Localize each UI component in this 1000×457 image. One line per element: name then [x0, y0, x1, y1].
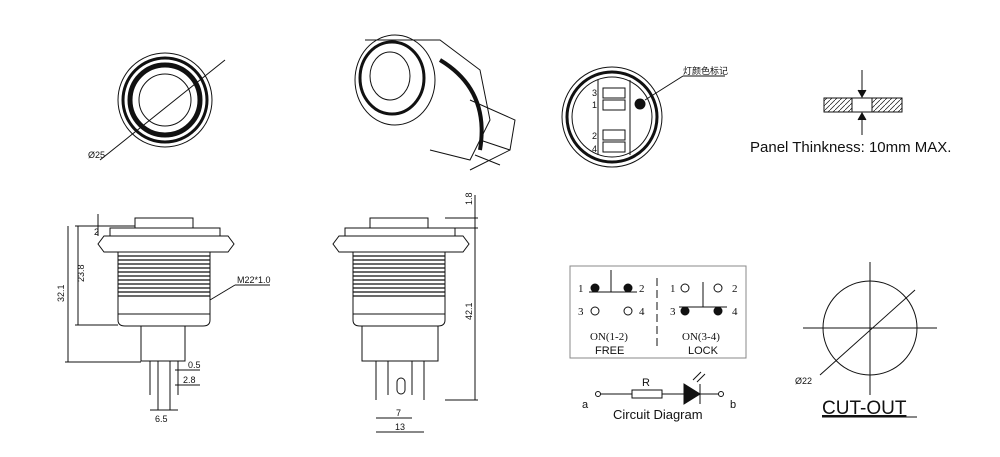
pin-label: 4 — [732, 306, 738, 318]
cutout-title: CUT-OUT — [822, 398, 907, 419]
dim-32-1: 32.1 — [56, 284, 66, 302]
dim-23-8: 23.8 — [76, 264, 86, 282]
pin-label: 1 — [670, 283, 676, 295]
switch-diagram: 1 2 3 4 1 2 3 4 ON(1-2) ON(3-4) FREE LOC… — [569, 265, 747, 359]
dim-13: 13 — [395, 422, 405, 432]
free-state: ON(1-2) — [590, 331, 628, 343]
terminal-b: b — [730, 399, 736, 411]
pin-label: 2 — [732, 283, 738, 295]
pin-label: 4 — [592, 144, 597, 154]
panel-thickness-text: Panel Thinkness: 10mm MAX. — [750, 139, 951, 156]
lock-mode: LOCK — [688, 345, 719, 357]
front-view: Ø25 — [88, 52, 226, 161]
pin-label: 3 — [578, 306, 584, 318]
side-view: 2 23.8 32.1 M22*1.0 0.5 2.8 6.5 — [56, 214, 271, 424]
dim-0-5: 0.5 — [188, 360, 201, 370]
iso-view — [354, 34, 516, 171]
dim-7: 7 — [396, 408, 401, 418]
front-diameter-label: Ø25 — [88, 150, 105, 160]
lock-state: ON(3-4) — [682, 331, 720, 343]
dim-2: 2 — [94, 227, 99, 237]
terminal-a: a — [582, 399, 589, 411]
cutout: Ø22 CUT-OUT — [795, 262, 937, 419]
resistor-label: R — [642, 377, 650, 389]
circuit-diagram: R a b Circuit Diagram — [582, 371, 736, 422]
dim-1-8: 1.8 — [464, 192, 474, 205]
dim-2-8: 2.8 — [183, 375, 196, 385]
free-mode: FREE — [595, 345, 624, 357]
side-view-2: 1.8 42.1 7 13 — [332, 192, 478, 433]
color-mark-label: 灯颜色标记 — [683, 65, 728, 76]
pin-label: 2 — [592, 131, 597, 141]
pin-label: 1 — [592, 100, 597, 110]
thread-label: M22*1.0 — [237, 275, 271, 285]
cutout-diameter: Ø22 — [795, 376, 812, 386]
pin-label: 3 — [592, 88, 597, 98]
dim-6-5: 6.5 — [155, 414, 168, 424]
dim-42-1: 42.1 — [464, 302, 474, 320]
rear-view: 灯颜色标记 3 1 2 4 — [561, 65, 728, 168]
circuit-title: Circuit Diagram — [613, 407, 703, 422]
pin-label: 1 — [578, 283, 584, 295]
pin-label: 3 — [670, 306, 676, 318]
pin-label: 4 — [639, 306, 645, 318]
pin-label: 2 — [639, 283, 645, 295]
panel-thickness: Panel Thinkness: 10mm MAX. — [750, 70, 951, 156]
